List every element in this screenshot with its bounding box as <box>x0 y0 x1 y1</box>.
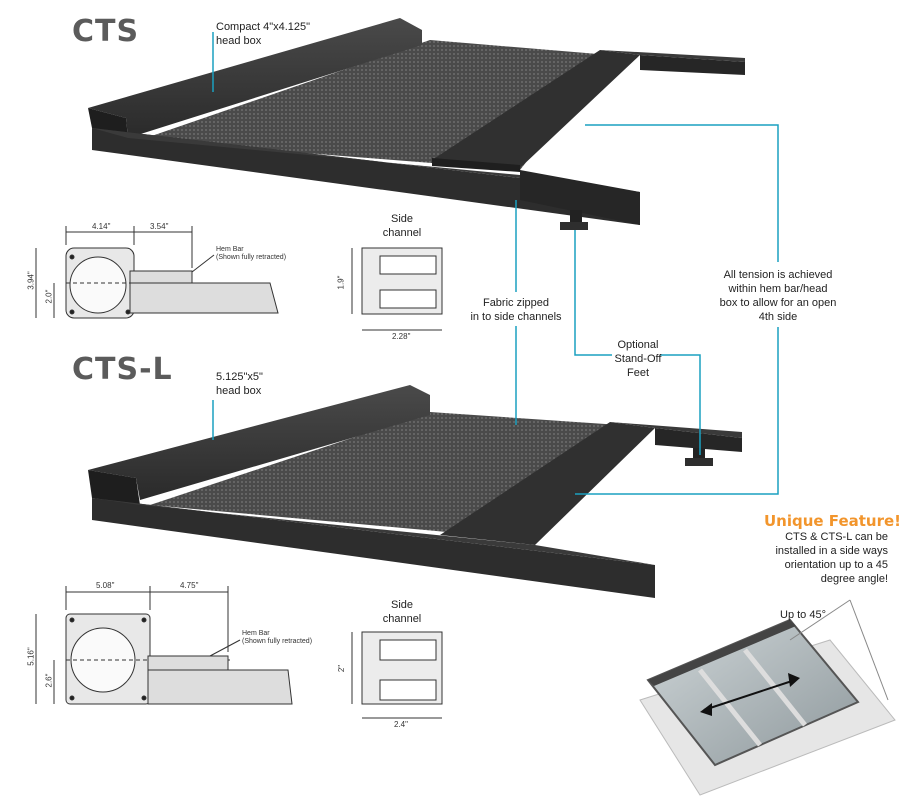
cts-screw-2 <box>69 309 75 315</box>
feet-leader-lower <box>660 354 701 455</box>
skylight-illustration <box>639 599 896 796</box>
ctsl-dim-width-right: 4.75" <box>180 581 199 590</box>
ctsl-hem-bar-label: Hem Bar (Shown fully retracted) <box>242 630 313 645</box>
ctsl-screw-3 <box>69 695 75 701</box>
skylight-frame-top <box>648 620 796 686</box>
angle-arc-line-2 <box>789 599 851 641</box>
ctsl-screw-2 <box>141 617 147 623</box>
cts-dim-width-right: 3.54" <box>150 222 169 231</box>
ctsl-channel-width: 2.4" <box>394 720 408 729</box>
unique-feature-text: CTS & CTS-L can be installed in a side w… <box>775 531 888 585</box>
feet-callout: Optional Stand-Off Feet <box>614 339 662 379</box>
cts-screw-1 <box>69 254 75 260</box>
cts-hem-bar-top <box>432 158 520 172</box>
ctsl-dim-height-center: 2.6" <box>44 673 54 688</box>
ctsl-screw-4 <box>141 695 147 701</box>
feet-leader <box>574 230 612 356</box>
ctsl-side-channel-title: Side channel <box>382 599 422 625</box>
cts-standoff-foot-base <box>560 222 588 230</box>
callout-leaders <box>212 32 779 495</box>
ctsl-head-box-front <box>88 470 140 505</box>
cts-dim-height-total: 3.94" <box>26 271 36 290</box>
cts-head-box <box>88 18 422 138</box>
ctsl-channel-slot-bottom <box>379 679 437 701</box>
angle-label: Up to 45° <box>780 609 826 621</box>
cts-rail-right-top <box>600 50 745 62</box>
cts-title: CTS <box>72 14 140 49</box>
cts-screw-3 <box>125 309 131 315</box>
cts-channel-slot-top <box>379 255 437 275</box>
cts-rail-right <box>640 55 745 75</box>
tension-leader-lower <box>575 327 779 495</box>
ctsl-channel-height: 2" <box>337 664 347 673</box>
skylight-rail-1 <box>698 668 762 747</box>
cts-cross-section <box>35 226 279 319</box>
cts-head-box-front <box>88 108 128 138</box>
fabric-callout: Fabric zipped in to side channels <box>470 297 562 323</box>
angle-arc-line <box>849 599 889 701</box>
cts-channel-height: 1.9" <box>336 275 346 290</box>
ctsl-side-channel-top <box>92 498 655 565</box>
ctsl-rail-right-top <box>610 422 742 438</box>
cts-channel-slot-bottom <box>379 289 437 309</box>
ctsl-hem-bar <box>440 422 655 545</box>
cts-rail-front <box>520 170 640 225</box>
cts-side-channel-top <box>92 128 640 192</box>
unique-feature-title: Unique Feature! <box>764 512 902 530</box>
ctsl-title: CTS-L <box>72 352 173 387</box>
cts-side-channel-front <box>92 128 640 225</box>
ctsl-3d-model <box>88 385 742 598</box>
ctsl-cross-section <box>35 586 293 705</box>
cts-dim-height-center: 2.0" <box>44 289 54 304</box>
ctsl-standoff-foot-base <box>685 458 713 466</box>
ctsl-section-hembar <box>147 655 229 671</box>
ctsl-side-channel-profile <box>351 631 443 719</box>
tension-leader <box>585 124 779 262</box>
skylight-arrow-head-left <box>700 703 712 716</box>
cts-hem-bar <box>432 50 640 168</box>
ctsl-side-channel-front <box>92 498 655 598</box>
cts-3d-model <box>88 18 745 230</box>
cts-side-channel-title: Side channel <box>382 213 422 239</box>
cts-section-fabric <box>129 282 279 314</box>
ctsl-head-box <box>88 385 430 500</box>
ctsl-hembar-pointer <box>209 639 241 657</box>
cts-hembar-pointer <box>191 254 215 273</box>
ctsl-dim-width-left: 5.08" <box>96 581 115 590</box>
cts-headbox-label: Compact 4"x4.125" head box <box>216 21 311 47</box>
ctsl-screw-1 <box>69 617 75 623</box>
skylight-arrow-head-right <box>788 673 800 687</box>
ctsl-section-fabric <box>147 669 293 705</box>
ctsl-headbox-label: 5.125"x5" head box <box>216 371 263 397</box>
skylight-arrow <box>703 679 796 711</box>
cts-dim-width-left: 4.14" <box>92 222 111 231</box>
cts-side-channel-profile <box>351 247 443 331</box>
cts-section-hembar <box>129 270 193 284</box>
ctsl-channel-slot-top <box>379 639 437 661</box>
ctsl-rail-right <box>655 428 742 452</box>
cts-channel-width: 2.28" <box>392 332 411 341</box>
cts-section-roller <box>69 256 127 314</box>
cts-hem-bar-label: Hem Bar (Shown fully retracted) <box>216 246 287 261</box>
tension-callout: All tension is achieved within hem bar/h… <box>719 269 837 323</box>
ctsl-dim-height-total: 5.16" <box>26 647 36 666</box>
